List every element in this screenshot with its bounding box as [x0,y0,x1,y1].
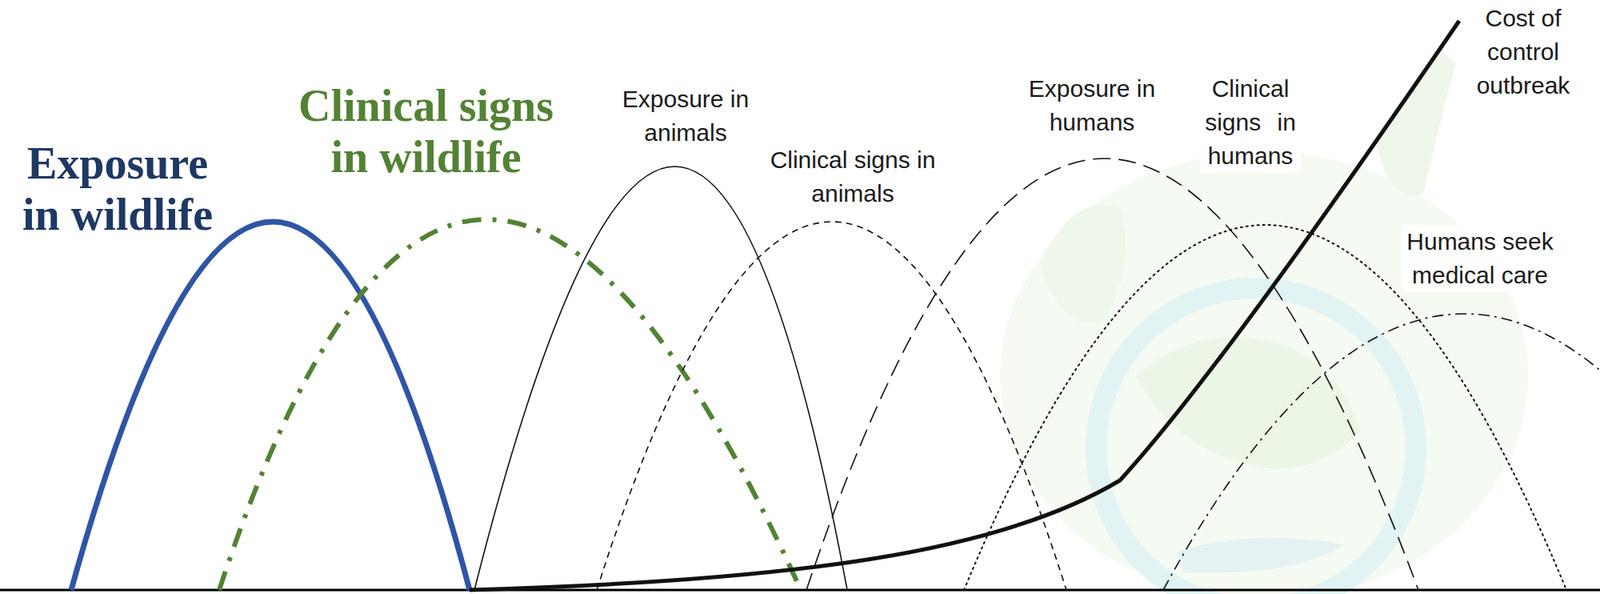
watermark-animal [1040,204,1126,323]
animal-exposure-curve [474,166,848,590]
medical-care-curve [1163,313,1600,590]
wildlife-signs-curve [219,219,801,590]
medical-care-label: Humans seek medical care [1401,224,1559,292]
cost-curve [469,20,1460,590]
watermark-water [1176,537,1344,573]
watermark-glow [1000,152,1528,594]
cost-label: Cost of control outbreak [1467,1,1580,103]
wildlife-exposure-curve [71,221,470,590]
watermark-ring [1096,288,1416,594]
time-axis [0,588,1600,592]
watermark-land [1136,336,1360,468]
animal-signs-curve [596,221,1067,590]
animal-exposure-label: Exposure in animals [601,82,770,150]
human-exposure-label: Exposure in humans [1009,72,1175,140]
wildlife-exposure-label: Exposure in wildlife [17,137,218,241]
human-signs-label: Clinical signs in humans [1200,72,1301,173]
globe-watermark [1000,48,1528,594]
wildlife-signs-label: Clinical signs in wildlife [288,80,564,184]
human-exposure-curve [806,158,1419,590]
human-signs-curve [964,224,1567,590]
animal-signs-label: Clinical signs in animals [748,143,958,211]
